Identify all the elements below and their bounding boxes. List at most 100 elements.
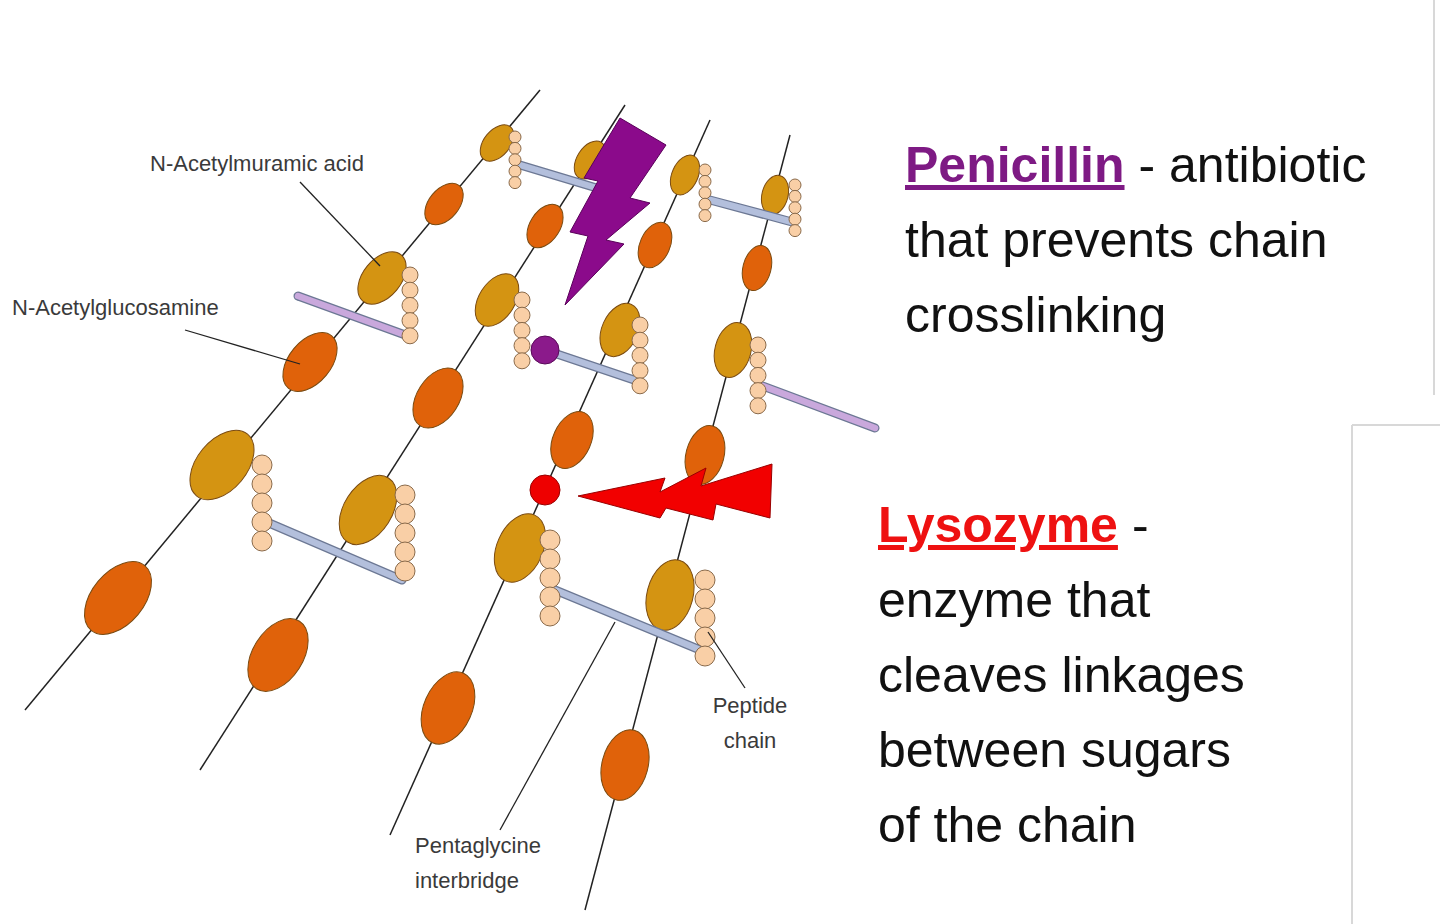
- n-acetylglucosamine-unit: [417, 176, 471, 232]
- leader-line: [300, 182, 380, 266]
- amino-acid: [699, 164, 711, 176]
- interbridge-outline: [298, 296, 408, 336]
- penicillin-target: [531, 336, 559, 364]
- frame-edge: [1433, 0, 1435, 395]
- amino-acid: [789, 179, 801, 191]
- amino-acid: [509, 177, 521, 189]
- pentaglycine-interbridge: [545, 350, 640, 382]
- frame-edge: [1352, 424, 1440, 426]
- interbridges: [262, 165, 875, 652]
- amino-acid: [509, 142, 521, 154]
- penicillin-note: Penicillin- antibiotic that prevents cha…: [905, 128, 1430, 353]
- n-acetylglucosamine-unit: [632, 217, 679, 273]
- amino-acid: [395, 504, 415, 524]
- n-acetylglucosamine-unit: [738, 242, 777, 294]
- amino-acid: [750, 352, 766, 368]
- amino-acid: [252, 512, 272, 532]
- amino-acid: [509, 154, 521, 166]
- pentaglycine-interbridge: [760, 385, 875, 428]
- n-acetylglucosamine-unit: [411, 664, 486, 753]
- pentaglycine-interbridge: [710, 200, 792, 222]
- interbridge-outline: [555, 590, 705, 652]
- interbridge-fill: [545, 350, 640, 382]
- amino-acid: [789, 190, 801, 202]
- amino-acid: [509, 165, 521, 177]
- amino-acid: [514, 322, 530, 338]
- amino-acid: [540, 549, 560, 569]
- part-label: N-Acetylmuramic acid: [150, 146, 450, 181]
- lysozyme-target: [530, 475, 560, 505]
- amino-acid: [699, 187, 711, 199]
- interbridge-fill: [298, 296, 408, 336]
- interbridge-fill: [760, 385, 875, 428]
- glycan-backbone: [200, 105, 625, 770]
- glycan-backbone: [25, 90, 540, 710]
- amino-acid: [252, 455, 272, 475]
- amino-acid: [514, 307, 530, 323]
- amino-acid: [632, 363, 648, 379]
- amino-acid: [699, 210, 711, 222]
- amino-acid: [695, 589, 715, 609]
- amino-acid: [695, 608, 715, 628]
- n-acetylmuramic-acid-unit: [592, 297, 648, 363]
- peptide-chains: [252, 131, 801, 666]
- leader-line: [708, 632, 745, 688]
- lysozyme-note: Lysozyme- enzyme that cleaves linkages b…: [878, 488, 1280, 863]
- amino-acid: [632, 378, 648, 394]
- agent-name: Penicillin: [905, 137, 1125, 193]
- part-label: N-Acetylglucosamine: [12, 290, 292, 325]
- glycan-backbone: [390, 120, 710, 835]
- leader-line: [185, 330, 300, 364]
- amino-acid: [699, 198, 711, 210]
- pentaglycine-interbridge: [555, 590, 705, 652]
- amino-acid: [540, 530, 560, 550]
- amino-acid: [402, 282, 418, 298]
- amino-acid: [252, 493, 272, 513]
- penicillin-bolt: [565, 118, 666, 305]
- amino-acid: [699, 175, 711, 187]
- amino-acid: [402, 313, 418, 329]
- frame-edge: [1351, 425, 1353, 924]
- amino-acid: [632, 347, 648, 363]
- pentaglycine-interbridge: [298, 296, 408, 336]
- amino-acid: [402, 267, 418, 283]
- amino-acid: [789, 202, 801, 214]
- amino-acid: [750, 383, 766, 399]
- amino-acid: [509, 131, 521, 143]
- amino-acid: [514, 338, 530, 354]
- amino-acid: [789, 225, 801, 237]
- amino-acid: [695, 646, 715, 666]
- amino-acid: [540, 568, 560, 588]
- amino-acid: [252, 531, 272, 551]
- part-label: Pentaglycine interbridge: [415, 828, 565, 898]
- n-acetylglucosamine-unit: [594, 724, 657, 805]
- interbridge-outline: [545, 350, 640, 382]
- amino-acid: [789, 213, 801, 225]
- interbridge-outline: [262, 520, 402, 580]
- glycan-backbones: [25, 90, 790, 910]
- n-acetylglucosamine-unit: [71, 549, 165, 647]
- amino-acid: [750, 398, 766, 414]
- n-acetylmuramic-acid-unit: [639, 554, 702, 635]
- amino-acid: [395, 523, 415, 543]
- amino-acid: [514, 353, 530, 369]
- amino-acid: [750, 337, 766, 353]
- amino-acid: [540, 587, 560, 607]
- amino-acid: [632, 332, 648, 348]
- amino-acid: [395, 561, 415, 581]
- interbridge-outline: [760, 385, 875, 428]
- interbridge-fill: [710, 200, 792, 222]
- part-label: Peptide chain: [695, 688, 805, 758]
- amino-acid: [402, 297, 418, 313]
- n-acetylglucosamine-unit: [403, 359, 474, 437]
- interbridge-outline: [710, 200, 792, 222]
- n-acetylmuramic-acid-unit: [474, 119, 521, 168]
- n-acetylglucosamine-unit: [519, 198, 570, 255]
- amino-acid: [632, 317, 648, 333]
- amino-acid: [750, 367, 766, 383]
- sugar-units: [71, 119, 793, 806]
- pentaglycine-interbridge: [262, 520, 402, 580]
- amino-acid: [695, 570, 715, 590]
- amino-acid: [252, 474, 272, 494]
